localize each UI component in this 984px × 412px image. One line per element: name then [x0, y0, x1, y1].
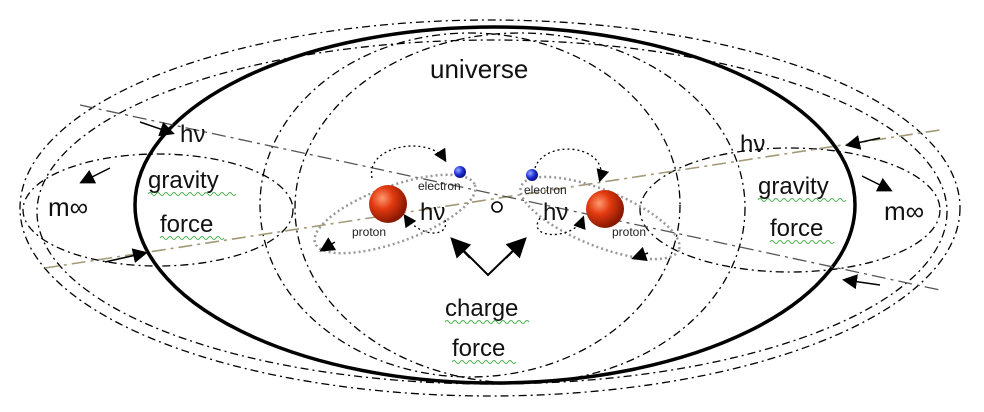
- left-atom-orbit: [313, 173, 477, 255]
- right-atom-orbit: [519, 175, 681, 261]
- charge-arrow-left: [450, 237, 472, 259]
- left-photon-label: hν: [180, 121, 205, 148]
- underline-charge: [444, 320, 530, 324]
- right-photon-loop-top: [534, 148, 610, 183]
- charge-label: charge: [445, 295, 518, 322]
- universe-label: universe: [430, 54, 528, 84]
- arrow-left-mass: [79, 167, 111, 184]
- right-proton-label: proton: [612, 225, 646, 239]
- left-proton-label: proton: [352, 225, 386, 239]
- right-gravity-ellipse: [639, 147, 941, 273]
- right-photon-label: hν: [740, 131, 765, 158]
- right-electron: [526, 169, 538, 181]
- arrow-right-top: [845, 135, 881, 150]
- arrow-right-bottom: [842, 274, 881, 290]
- charge-arrow-right: [505, 237, 527, 259]
- left-electron: [454, 166, 466, 178]
- right-mass-label: m∞: [884, 196, 924, 226]
- center-left-photon-label: hν: [420, 199, 445, 226]
- underline-right-gravity: [757, 198, 847, 202]
- center-point: [491, 201, 503, 213]
- right-proton: [586, 190, 624, 228]
- left-electron-label: electron: [418, 179, 461, 193]
- underline-charge-force: [451, 360, 517, 364]
- left-proton: [369, 185, 407, 223]
- left-orbit-arrow: [319, 237, 337, 252]
- underline-left-gravity: [147, 192, 237, 196]
- left-inner-ellipse: [259, 32, 681, 378]
- underline-left-force: [159, 236, 225, 240]
- arrow-left-top: [139, 121, 175, 137]
- center-right-photon-label: hν: [543, 199, 568, 226]
- left-photon-loop-bottom: [403, 213, 447, 234]
- arrow-right-mass: [861, 175, 893, 192]
- right-electron-label: electron: [524, 183, 567, 197]
- right-force-label: force: [770, 215, 823, 242]
- right-inner-ellipse: [294, 32, 746, 384]
- outer-field-ellipse: [19, 19, 961, 397]
- left-gravity-ellipse: [22, 153, 294, 267]
- left-force-label: force: [160, 211, 213, 238]
- right-orbit-arrow: [631, 246, 649, 262]
- gravity-line-right: [79, 104, 941, 291]
- universe-ellipse: [133, 25, 857, 385]
- right-gravity-label: gravity: [758, 173, 829, 200]
- underline-right-force: [769, 240, 835, 244]
- charge-force-label: force: [452, 335, 505, 362]
- arrow-left-bottom: [104, 248, 148, 263]
- right-photon-loop-bottom: [536, 215, 586, 236]
- left-mass-label: m∞: [48, 192, 88, 222]
- gravity-line-left: [44, 129, 941, 269]
- left-gravity-label: gravity: [148, 167, 219, 194]
- charge-arrow-lines: [454, 241, 523, 277]
- left-photon-loop-top: [371, 145, 447, 179]
